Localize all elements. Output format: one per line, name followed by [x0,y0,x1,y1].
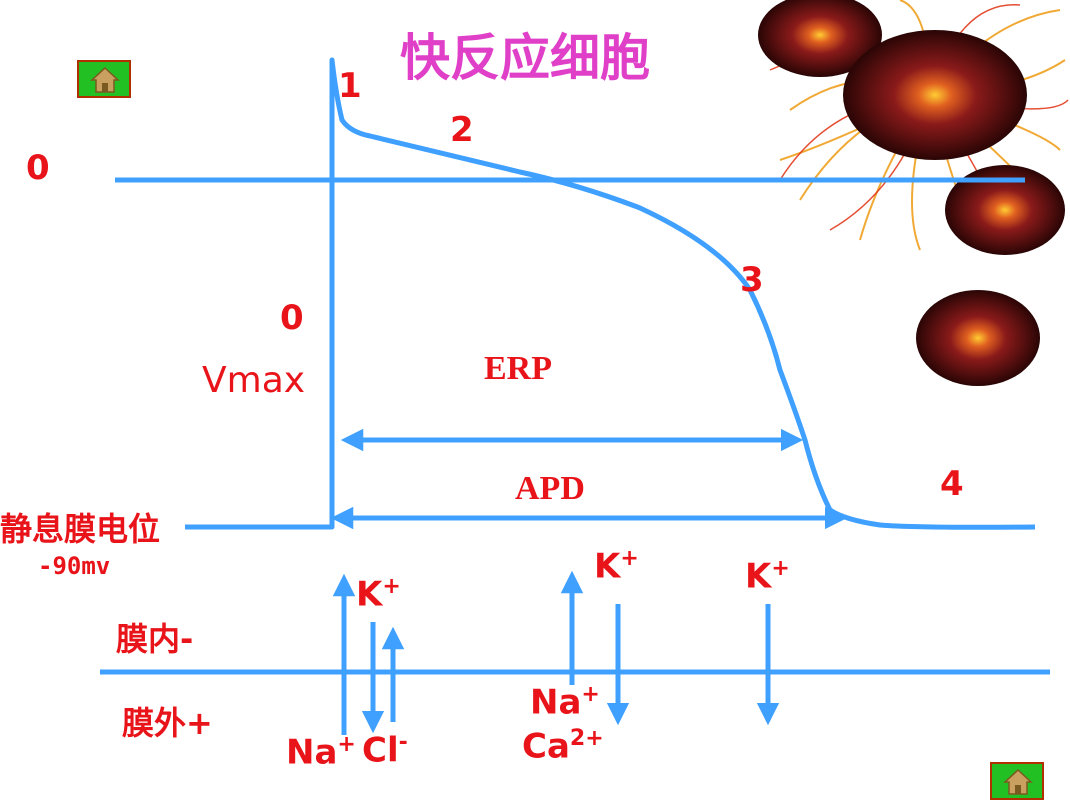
cell-illustration [758,0,1069,386]
resting-potential-label: 静息膜电位 [0,510,161,548]
phase-3-label: 3 [740,260,764,300]
home-button-bottom[interactable] [990,762,1044,800]
phase-1-label: 1 [338,66,362,106]
ion-k-1-symbol: K [356,574,383,615]
ion-cl-symbol: Cl [362,730,399,771]
phase-2-label: 2 [450,110,474,150]
membrane-inside-label: 膜内- [116,620,194,658]
page-title: 快反应细胞 [400,29,650,87]
ion-k-3-charge: + [771,556,790,581]
ion-k-2: K+ [594,546,639,586]
home-button-top[interactable] [77,60,131,98]
ion-na-2-symbol: Na [530,682,582,723]
ion-ca: Ca2+ [522,726,604,766]
vmax-label: Vmax [202,360,306,401]
ion-na-2-charge: + [581,682,600,707]
membrane-outside-label: 膜外+ [122,704,213,742]
ion-na-2: Na+ [530,682,600,722]
ion-k-1-charge: + [382,574,401,599]
ion-k-2-charge: + [620,546,639,571]
zero-mv-label: 0 [26,148,50,188]
ion-ca-symbol: Ca [522,726,570,767]
ion-ca-charge: 2+ [569,726,604,751]
home-icon [1003,768,1033,795]
home-icon [90,66,120,93]
ion-k-3-symbol: K [745,556,772,597]
phase-0-label: 0 [280,298,304,338]
ion-cl-charge: - [398,730,408,755]
ion-k-2-symbol: K [594,546,621,587]
phase-4-label: 4 [940,464,964,504]
ion-na-1: Na+ [286,732,356,772]
ion-na-1-charge: + [337,732,356,757]
ion-k-3: K+ [745,556,790,596]
ion-cl: Cl- [362,730,408,770]
ion-na-1-symbol: Na [286,732,338,773]
erp-label: ERP [484,350,552,387]
apd-label: APD [515,470,585,507]
ion-k-1: K+ [356,574,401,614]
resting-potential-value: -90mv [38,552,111,580]
